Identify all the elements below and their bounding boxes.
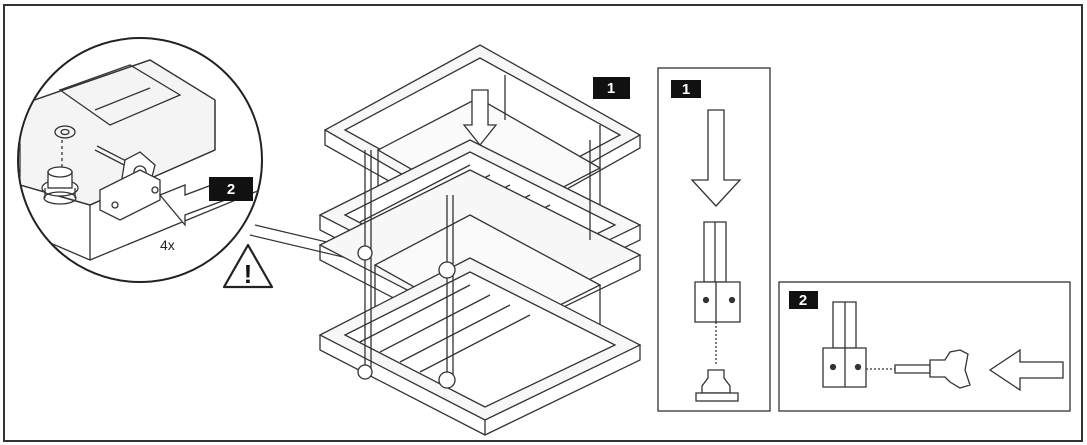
detail-panel-1: 1 [657,67,771,412]
circle-step-badge: 2 [209,177,253,201]
zoom-detail-circle [17,37,263,283]
detail-panel-2: 2 [778,281,1071,412]
detail-1-number: 1 [682,81,690,98]
circle-step-number: 2 [227,181,235,198]
detail-2-number: 2 [799,292,807,309]
projector-stack [318,44,642,436]
warning-icon: ! [222,243,274,289]
quantity-label: 4x [160,237,175,253]
main-step-number: 1 [607,80,615,97]
main-step-badge: 1 [593,77,630,99]
warning-symbol: ! [244,259,253,289]
